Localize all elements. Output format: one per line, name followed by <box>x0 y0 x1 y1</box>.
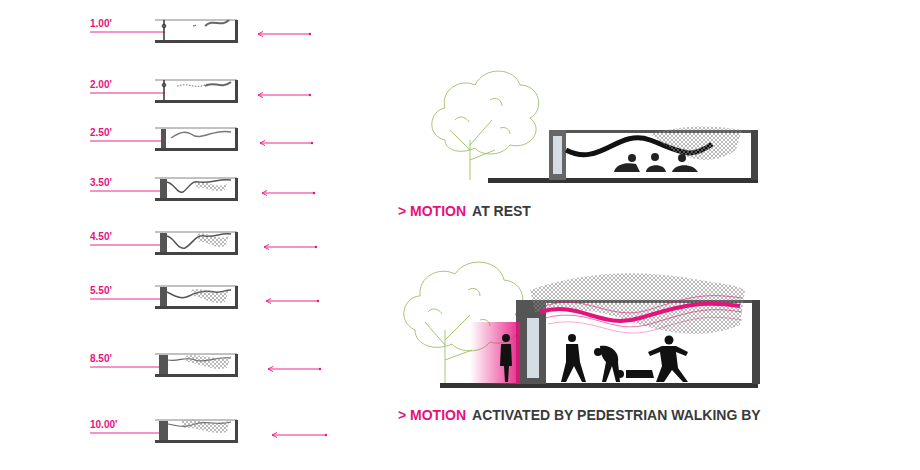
dimension-label: 4.50' <box>90 231 112 242</box>
dimension-label: 10.00' <box>90 419 117 430</box>
caption-text: AT REST <box>472 204 531 219</box>
caption-keyword: > MOTION <box>398 408 466 423</box>
dimension-label: 3.50' <box>90 177 112 188</box>
caption-text: ACTIVATED BY PEDESTRIAN WALKING BY <box>472 408 761 423</box>
dimension-label: 1.00' <box>90 18 112 29</box>
dimension-label: 2.00' <box>90 79 112 90</box>
dimension-label: 5.50' <box>90 285 112 296</box>
caption-keyword: > MOTION <box>398 204 466 219</box>
dimension-label: 8.50' <box>90 353 112 364</box>
dimension-label: 2.50' <box>90 127 112 138</box>
